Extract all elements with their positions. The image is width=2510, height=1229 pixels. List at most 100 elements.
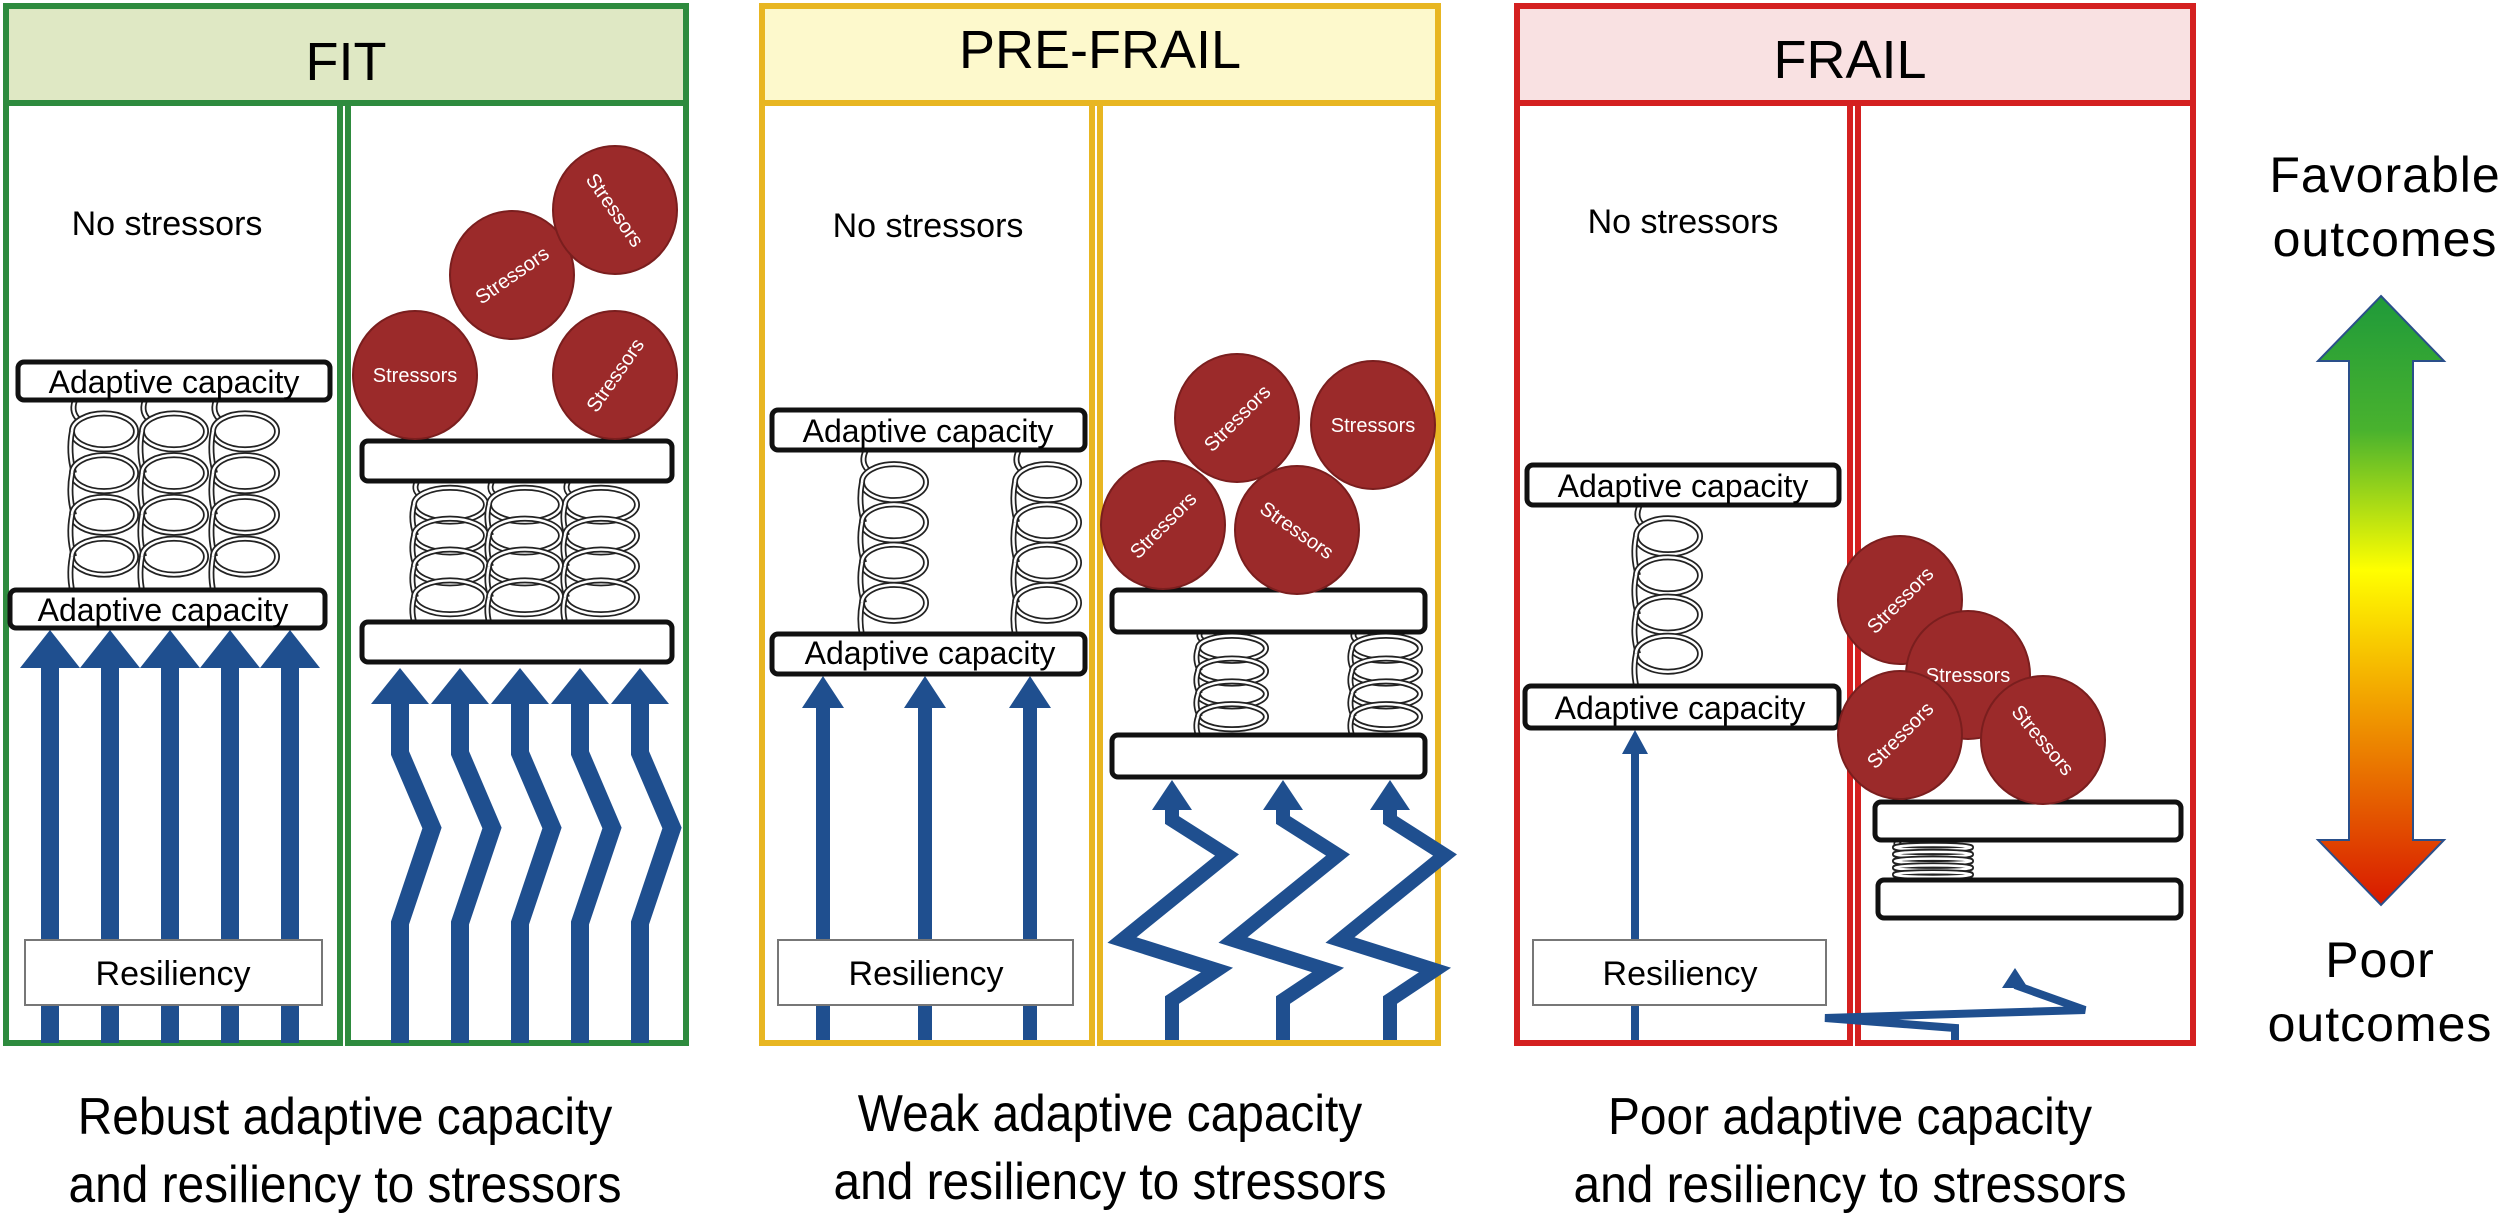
- pressure-plate-top: [1109, 587, 1428, 635]
- resiliency-arrow-icon: [802, 676, 844, 1040]
- stressor-circle: Stressors: [1837, 670, 1963, 800]
- stressed-resiliency-arrow-icon: [1218, 810, 1350, 1040]
- adaptive-capacity-top-box: [15, 359, 333, 403]
- resiliency-arrow-icon: [80, 630, 140, 1043]
- legend-poor-outcomes: Poor outcomes: [2250, 928, 2510, 1056]
- stressed-resiliency-arrow-icon: [631, 704, 682, 1043]
- panel-pre-frail-header: PRE-FRAIL: [959, 20, 1241, 80]
- stressor-circle: Stressors: [1234, 465, 1360, 595]
- no-stressors-label: No stressors: [72, 205, 263, 243]
- spring-icon: [1631, 503, 1703, 694]
- stressed-resiliency-arrow-icon: [1325, 810, 1457, 1040]
- spring-icon: [1010, 448, 1082, 644]
- stressor-circle: Stressors: [552, 145, 678, 275]
- panel-fit-header: FIT: [306, 32, 387, 92]
- adaptive-capacity-bottom-box: [7, 587, 328, 631]
- resiliency-arrow-icon: [904, 676, 946, 1040]
- caption-fit: Rebust adaptive capacity and resiliency …: [28, 1083, 663, 1219]
- resiliency-box: [24, 939, 323, 1006]
- caption-frail-line-1: Poor adaptive capacity: [1607, 1088, 2093, 1146]
- no-stressors-label: No stressors: [1588, 203, 1779, 241]
- panel-fit: FIT No stressors Resiliency Adaptive cap…: [3, 3, 689, 1046]
- arrow-head-icon: [1263, 780, 1303, 810]
- stressor-circle: Stressors: [449, 210, 575, 340]
- spring-icon: [208, 396, 280, 600]
- caption-fit-line-1: Rebust adaptive capacity: [77, 1088, 613, 1146]
- legend-poor-line-1: Poor: [2325, 932, 2435, 988]
- arrow-head-icon: [551, 668, 609, 704]
- panel-frail-header: FRAIL: [1773, 30, 1926, 90]
- stressed-resiliency-arrow-icon: [571, 704, 622, 1043]
- stressor-circle: Stressors: [352, 310, 478, 440]
- resiliency-arrow-icon: [200, 630, 260, 1043]
- no-stressors-label: No stressors: [833, 207, 1024, 245]
- arrow-head-icon: [611, 668, 669, 704]
- stressed-resiliency-arrow-icon: [1107, 810, 1239, 1040]
- arrow-head-icon: [431, 668, 489, 704]
- spring-icon: [67, 396, 139, 600]
- resiliency-arrow-icon: [140, 630, 200, 1043]
- legend-poor-line-2: outcomes: [2267, 996, 2493, 1052]
- resiliency-arrow-icon: [1009, 676, 1051, 1040]
- outcome-gradient-double-arrow-icon: [2315, 294, 2447, 907]
- resiliency-box: [777, 939, 1074, 1006]
- resiliency-arrow-icon: [20, 630, 80, 1043]
- caption-frail-line-2: and resiliency to stressors: [1573, 1156, 2127, 1214]
- spring-icon: [1193, 628, 1269, 741]
- resiliency-label: Resiliency: [96, 955, 251, 993]
- panel-pre-frail: PRE-FRAIL No stressors Resiliency Adapti…: [759, 3, 1457, 1046]
- stressor-label: Stressors: [1331, 415, 1415, 437]
- resiliency-arrow-icon: [1622, 730, 1648, 1040]
- arrow-head-icon: [2002, 968, 2028, 988]
- resiliency-box: [1532, 939, 1827, 1006]
- adaptive-capacity-top-label: Adaptive capacity: [803, 413, 1054, 449]
- caption-frail: Poor adaptive capacity and resiliency to…: [1537, 1083, 2163, 1219]
- arrow-head-icon: [491, 668, 549, 704]
- panel-frail-left: [1514, 100, 1853, 1046]
- arrow-head-icon: [371, 668, 429, 704]
- legend-favorable-outcomes: Favorable outcomes: [2250, 143, 2510, 271]
- pressure-plate-bottom: [1109, 732, 1428, 780]
- caption-pre-frail-line-1: Weak adaptive capacity: [857, 1085, 1363, 1143]
- stressor-circle: Stressors: [1310, 360, 1436, 490]
- pressure-plate-bottom: [1875, 877, 2184, 921]
- pressure-plate-bottom: [359, 619, 675, 665]
- caption-pre-frail-line-2: and resiliency to stressors: [833, 1153, 1387, 1211]
- adaptive-capacity-bottom-box: [769, 631, 1088, 677]
- adaptive-capacity-bottom-box: [1522, 683, 1842, 731]
- outcome-legend: [2315, 294, 2447, 907]
- stressor-circle: Stressors: [1100, 460, 1226, 590]
- stressor-circle: Stressors: [1174, 353, 1300, 483]
- stressed-resiliency-arrow-icon: [511, 704, 562, 1043]
- adaptive-capacity-top-label: Adaptive capacity: [49, 364, 300, 400]
- stressor-circle: Stressors: [1980, 675, 2106, 805]
- adaptive-capacity-top-box: [769, 407, 1088, 453]
- adaptive-capacity-bottom-label: Adaptive capacity: [1555, 690, 1806, 726]
- resiliency-label: Resiliency: [1603, 955, 1758, 993]
- stressor-label: Stressors: [1926, 665, 2010, 687]
- stressor-circle: Stressors: [552, 310, 678, 440]
- adaptive-capacity-top-box: [1524, 462, 1842, 508]
- resiliency-arrow-icon: [260, 630, 320, 1043]
- adaptive-capacity-bottom-label: Adaptive capacity: [805, 635, 1056, 671]
- arrow-head-icon: [1152, 780, 1192, 810]
- adaptive-capacity-top-label: Adaptive capacity: [1558, 468, 1809, 504]
- stressed-resiliency-arrow-icon: [391, 704, 442, 1043]
- arrow-head-icon: [1370, 780, 1410, 810]
- panel-frail: FRAIL No stressors Resiliency Adaptive c…: [1514, 3, 2196, 1046]
- spring-icon: [1347, 628, 1423, 741]
- panel-fit-header-bg: [3, 3, 689, 106]
- adaptive-capacity-bottom-label: Adaptive capacity: [38, 592, 289, 628]
- spring-icon: [1892, 839, 1974, 880]
- resiliency-label: Resiliency: [849, 955, 1004, 993]
- caption-fit-line-2: and resiliency to stressors: [68, 1156, 622, 1214]
- legend-favorable-line-1: Favorable: [2269, 147, 2501, 203]
- spring-icon: [484, 478, 564, 630]
- pressure-plate-top: [1872, 799, 2184, 843]
- pressure-plate-top: [359, 438, 675, 484]
- caption-pre-frail: Weak adaptive capacity and resiliency to…: [797, 1080, 1423, 1216]
- stressed-resiliency-arrow-icon: [451, 704, 502, 1043]
- spring-icon: [857, 448, 929, 644]
- legend-favorable-line-2: outcomes: [2272, 211, 2498, 267]
